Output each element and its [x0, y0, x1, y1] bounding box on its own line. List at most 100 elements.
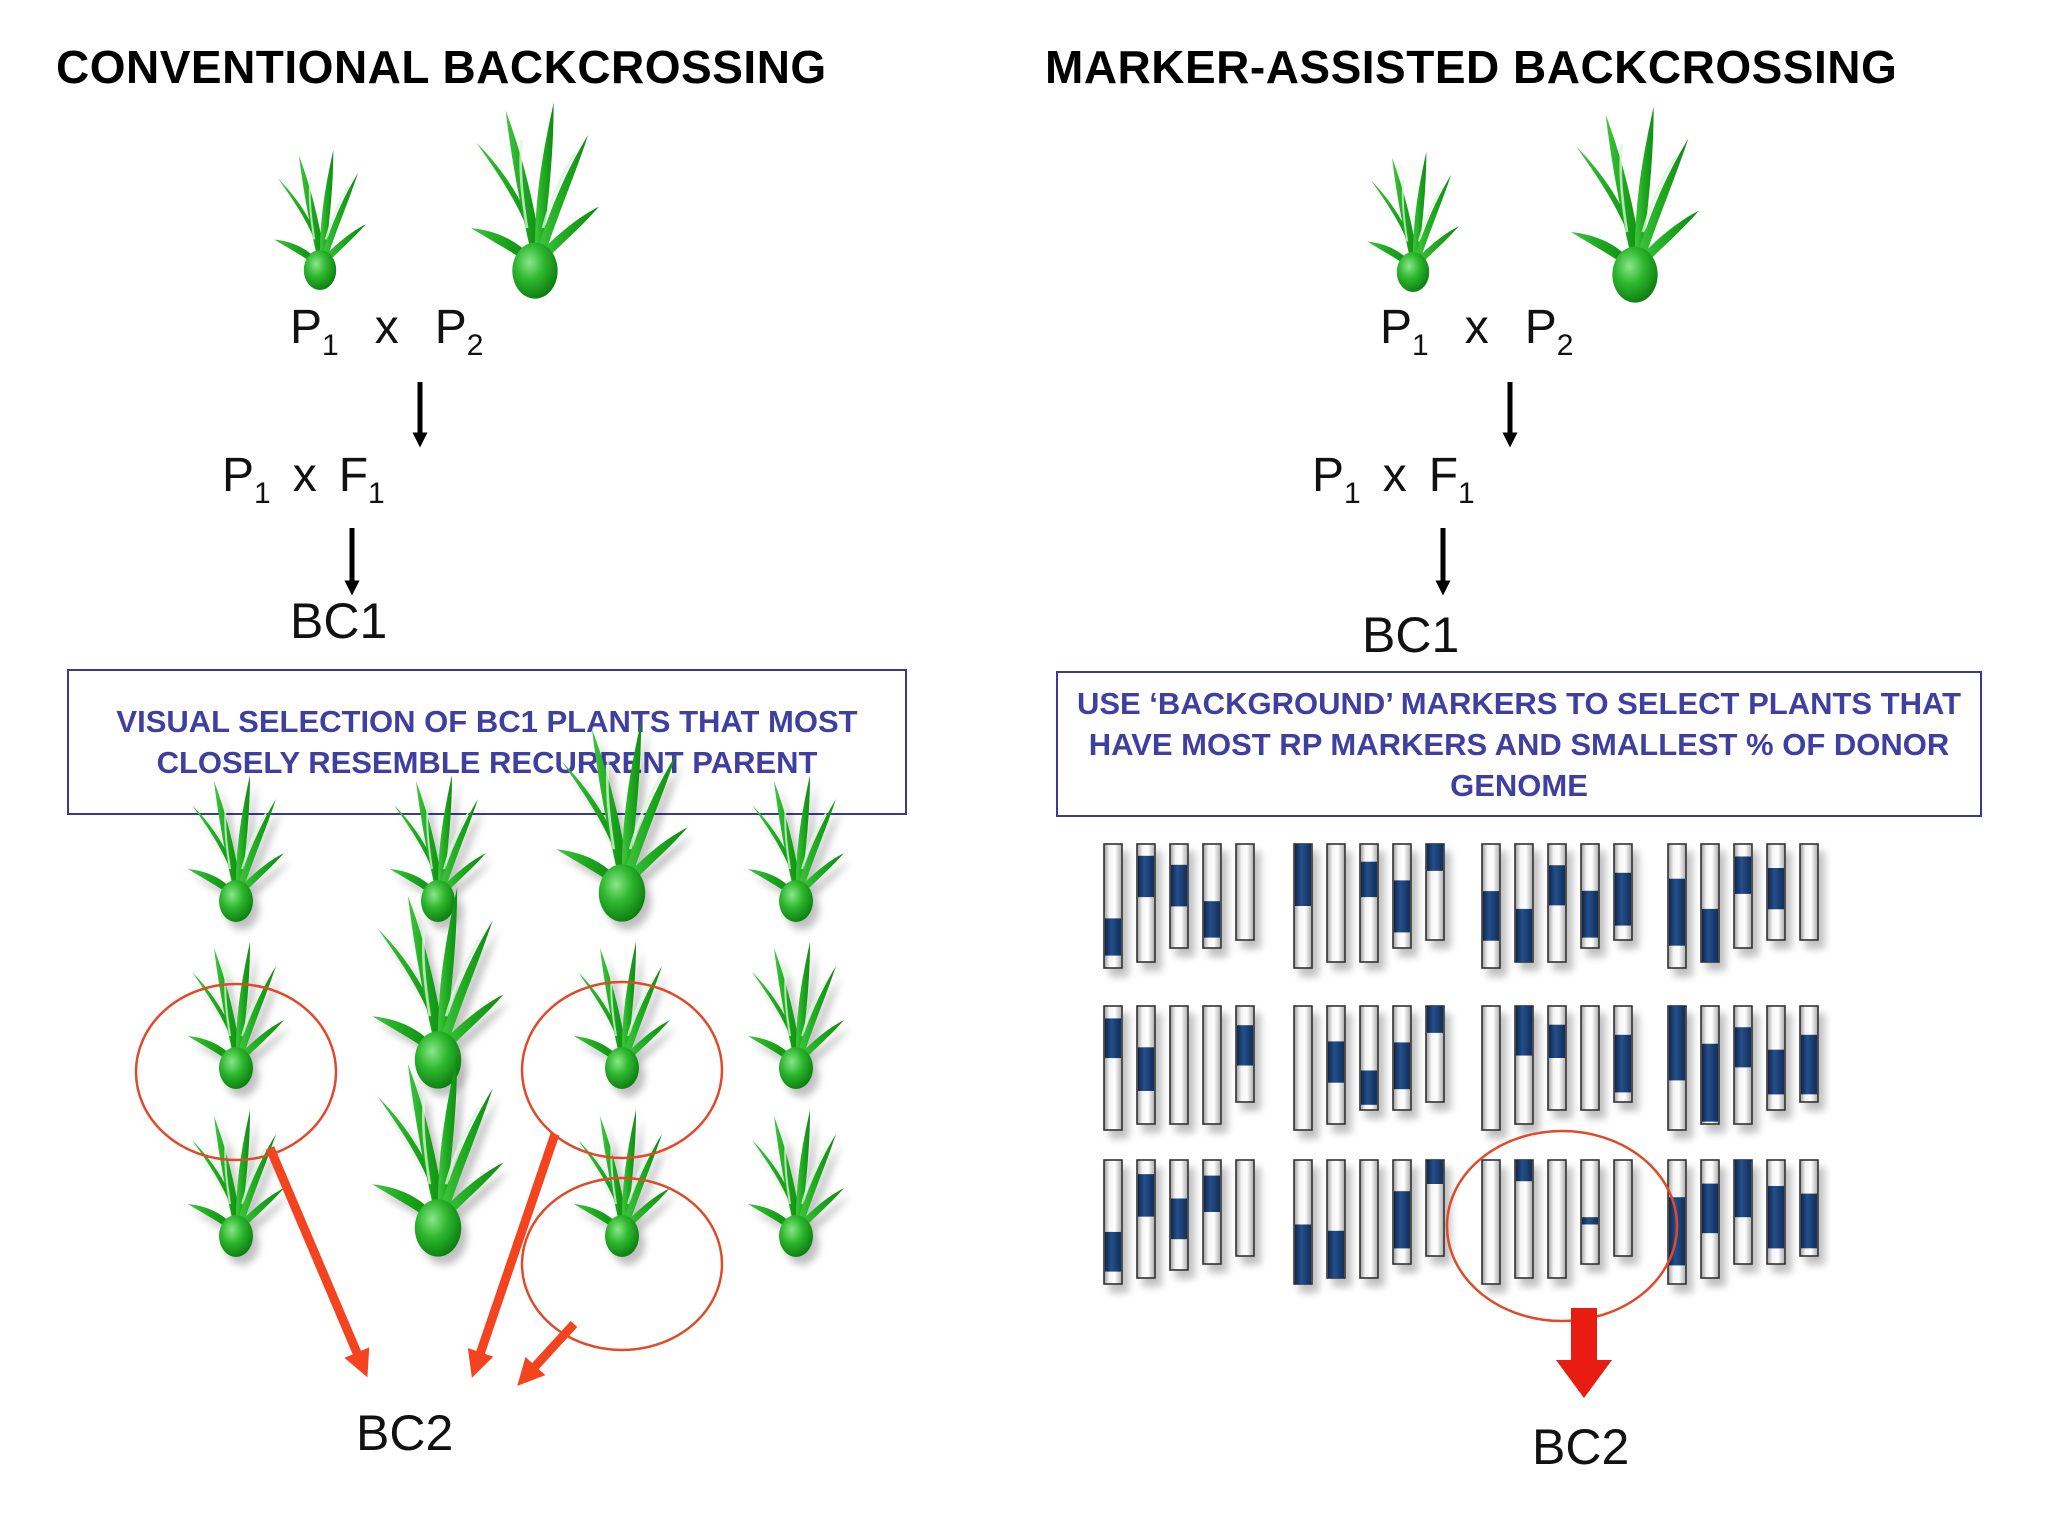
chromosome-bar: [1235, 1159, 1255, 1257]
f1-symbol: F: [338, 449, 369, 502]
chromosome-bar: [1799, 843, 1819, 941]
left-flow-arrows: [344, 382, 428, 596]
donor-segment: [1204, 901, 1220, 938]
chromosome-bar: [1481, 1005, 1501, 1131]
bc1-individual-genotype: [1667, 843, 1819, 969]
donor-segment: [1669, 878, 1685, 946]
donor-segment: [1105, 1018, 1121, 1059]
donor-segment: [1295, 1224, 1311, 1284]
left-bc1-label: BC1: [290, 593, 388, 649]
chromosome-bar: [1359, 1159, 1379, 1279]
donor-segment: [1702, 1043, 1718, 1122]
chromosome-bar: [1326, 843, 1346, 963]
donor-segment: [1768, 1049, 1784, 1095]
donor-segment: [1735, 856, 1751, 894]
donor-segment: [1295, 844, 1311, 906]
selection-arrow: [265, 1146, 370, 1378]
p2-subscript: 2: [466, 329, 484, 362]
chromosome-bar: [1169, 1005, 1189, 1125]
bc1-individual-genotype: [1103, 1005, 1255, 1131]
p1-subscript: 1: [1344, 477, 1361, 510]
donor-segment: [1735, 1027, 1751, 1068]
p1-symbol: P: [290, 301, 323, 354]
cross-operator: x: [1382, 449, 1407, 502]
donor-segment: [1615, 872, 1631, 926]
selected-plant-circle: [134, 982, 338, 1162]
chromosome-bar: [1293, 1005, 1313, 1131]
p1-subscript: 1: [1412, 329, 1429, 362]
bc1-individual-genotype: [1103, 843, 1255, 969]
bc1-individual-genotype: [1103, 1159, 1255, 1285]
donor-segment: [1328, 1041, 1344, 1083]
donor-segment: [1361, 1070, 1377, 1105]
donor-segment: [1394, 880, 1410, 933]
p2-symbol: P: [434, 301, 467, 354]
p2-symbol: P: [1524, 301, 1557, 354]
donor-segment: [1138, 1174, 1154, 1217]
left-bc2-label: BC2: [356, 1405, 454, 1461]
p1-symbol: P: [222, 449, 255, 502]
donor-segment: [1138, 1047, 1154, 1091]
p1-symbol: P: [1380, 301, 1413, 354]
chromosome-bar: [1202, 1005, 1222, 1125]
donor-segment: [1427, 1160, 1443, 1184]
right-bc2-label: BC2: [1532, 1419, 1630, 1475]
donor-segment: [1483, 891, 1499, 941]
bc1-progeny-plant-grid: [134, 719, 846, 1386]
donor-segment: [1328, 1230, 1344, 1278]
bc1-individual-genotype: [1293, 1159, 1445, 1285]
f1-subscript: 1: [1458, 477, 1475, 510]
donor-segment: [1549, 865, 1565, 906]
bc1-individual-genotype: [1293, 843, 1445, 969]
right-bc1-label: BC1: [1362, 607, 1460, 663]
selection-arrow: [467, 1132, 560, 1378]
donor-segment: [1582, 1217, 1598, 1225]
f1-subscript: 1: [368, 477, 385, 510]
donor-segment: [1768, 1186, 1784, 1249]
bc1-individual-genotype: [1481, 843, 1633, 969]
donor-segment: [1582, 890, 1598, 938]
donor-segment: [1105, 1231, 1121, 1272]
bc1-individual-genotype: [1481, 1159, 1633, 1285]
donor-segment: [1801, 1193, 1817, 1249]
donor-segment: [1516, 908, 1532, 962]
selected-plant-circle: [520, 1176, 724, 1352]
donor-segment: [1394, 1042, 1410, 1090]
cross-operator: x: [374, 301, 399, 354]
chromosome-bar: [1235, 843, 1255, 941]
donor-segment: [1801, 1034, 1817, 1095]
left-panel-title: CONVENTIONAL BACKCROSSING: [56, 41, 827, 93]
left-selection-criteria-box: VISUAL SELECTION OF BC1 PLANTS THAT MOST…: [67, 669, 907, 815]
selection-arrow: [517, 1320, 578, 1386]
donor-segment: [1735, 1160, 1751, 1218]
selection-block-arrow: [1556, 1308, 1612, 1398]
donor-segment: [1394, 1191, 1410, 1249]
bc1-individual-genotype: [1667, 1005, 1819, 1131]
chromosome-bar: [1580, 1159, 1600, 1265]
right-selection-criteria-box: USE ‘BACKGROUND’ MARKERS TO SELECT PLANT…: [1056, 671, 1982, 817]
donor-segment: [1702, 1183, 1718, 1234]
donor-segment: [1516, 1006, 1532, 1056]
donor-segment: [1204, 1175, 1220, 1212]
donor-segment: [1138, 855, 1154, 898]
selected-genotype-circle: [1445, 1129, 1679, 1323]
selected-plant-circle: [520, 980, 724, 1160]
bc1-individual-genotype: [1667, 1159, 1819, 1285]
p2-subscript: 2: [1556, 329, 1574, 362]
donor-segment: [1171, 864, 1187, 907]
cross-operator: x: [1464, 301, 1489, 354]
donor-segment: [1768, 868, 1784, 910]
bc1-individual-genotype: [1293, 1005, 1445, 1131]
donor-segment: [1105, 918, 1121, 956]
donor-segment: [1361, 861, 1377, 898]
donor-segment: [1615, 1034, 1631, 1093]
donor-segment: [1171, 1198, 1187, 1240]
p1-subscript: 1: [322, 329, 339, 362]
bc1-individual-genotype: [1481, 1005, 1633, 1131]
cross-operator: x: [292, 449, 317, 502]
